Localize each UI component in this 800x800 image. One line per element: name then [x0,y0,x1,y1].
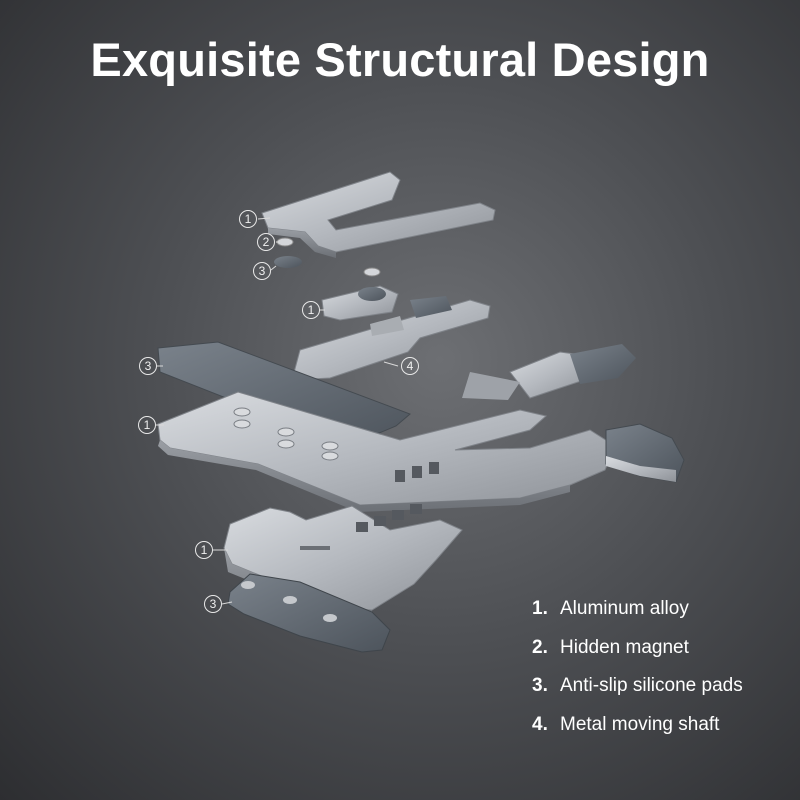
feature-label: Anti-slip silicone pads [560,675,743,696]
callout-marker-4-shaft: 4 [401,357,419,375]
callout-marker-1-hinge: 1 [302,301,320,319]
main-base-plate [157,391,616,512]
feature-label: Aluminum alloy [560,598,689,619]
feature-legend: 1. Aluminum alloy 2. Hidden magnet 3. Anti-… [532,598,743,752]
callout-marker-1-base: 1 [138,416,156,434]
feature-item: 1. Aluminum alloy [532,598,743,637]
shaft-arm [291,296,491,381]
silicone-pad-bottom [227,573,391,653]
feature-item: 2. Hidden magnet [532,637,743,676]
callout-marker-3-pad: 3 [139,357,157,375]
top-u-frame [261,171,496,258]
page-title: Exquisite Structural Design [90,33,710,86]
callout-marker-1-lower: 1 [195,541,213,559]
hidden-magnet-top [274,237,381,277]
feature-number: 2. [532,636,548,658]
callout-marker-1: 1 [239,210,257,228]
silicone-pad-large [157,341,411,447]
feature-number: 4. [532,713,548,735]
callout-marker-2: 2 [257,233,275,251]
right-clamp [462,344,685,483]
hinge-block [321,285,399,321]
feature-item: 4. Metal moving shaft [532,714,743,753]
callout-marker-3: 3 [253,262,271,280]
feature-label: Metal moving shaft [560,713,720,735]
feature-number: 3. [532,675,548,696]
callout-leader-lines [156,217,399,605]
feature-label: Hidden magnet [560,636,689,658]
callout-marker-3-bottom: 3 [204,595,222,613]
feature-number: 1. [532,598,548,619]
feature-item: 3. Anti-slip silicone pads [532,675,743,714]
